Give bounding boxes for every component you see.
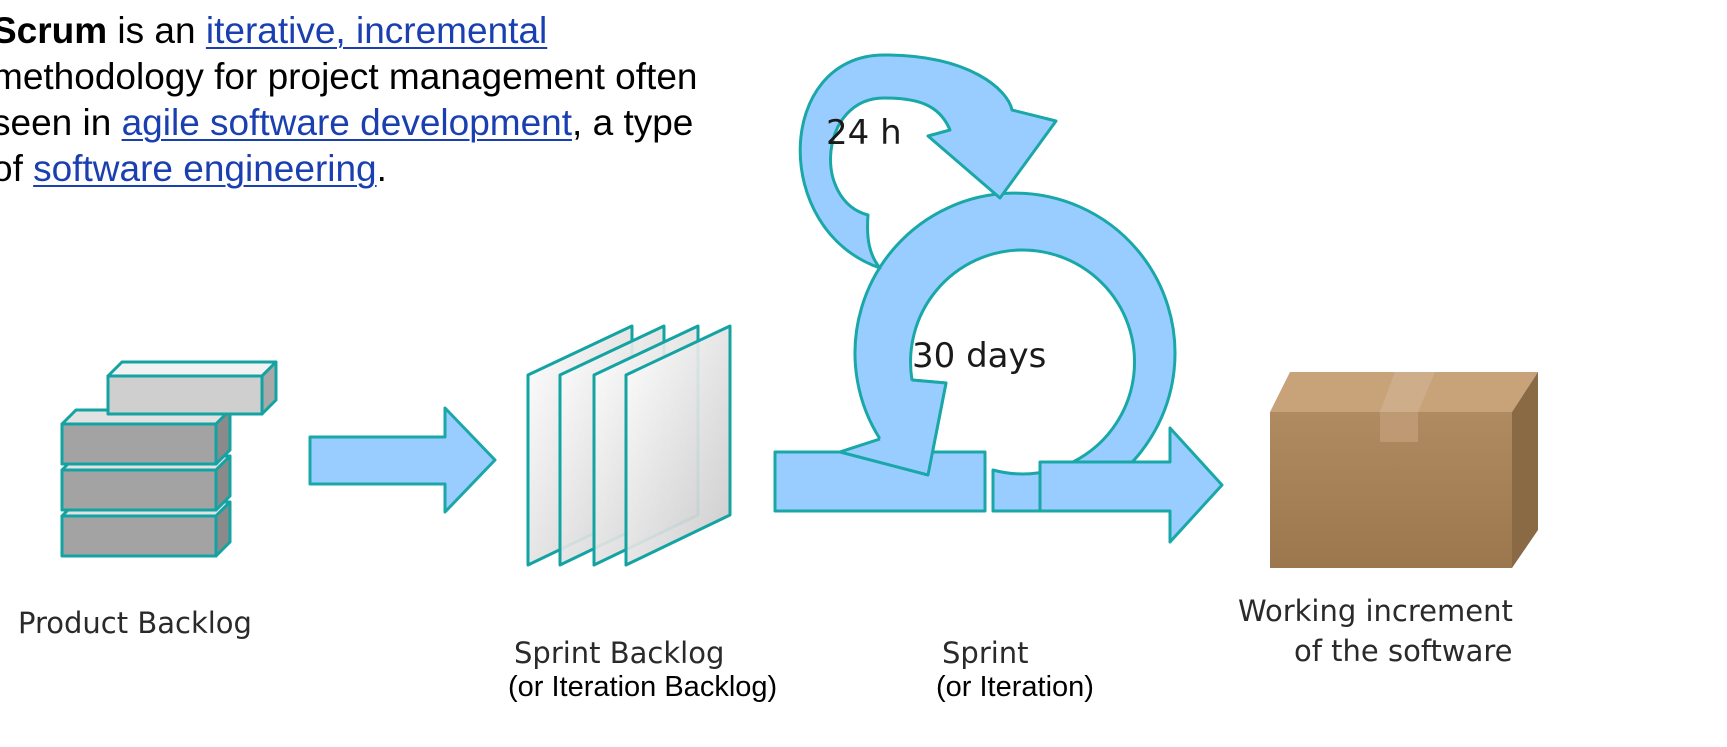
intro-text-2: methodology for project management often… [0,56,698,143]
scrum-term: Scrum [0,10,108,51]
product-backlog-stack-icon [60,360,278,558]
link-software-engineering[interactable]: software engineering [33,148,377,189]
sprint-loop-label: 30 days [912,336,1046,376]
daily-loop-label: 24 h [826,113,902,153]
arrow-to-increment-icon [1038,426,1224,544]
intro-paragraph: Scrum is an iterative, incremental metho… [0,8,732,192]
caption-product-backlog: Product Backlog [18,606,252,640]
link-iterative-incremental[interactable]: iterative, incremental [205,10,548,51]
caption-sprint-backlog: Sprint Backlog [514,636,725,670]
caption-increment-line1: Working increment [1238,594,1513,628]
intro-text-4: . [376,148,387,189]
caption-increment-line2: of the software [1294,634,1513,668]
sprint-arrowhead-icon [838,378,948,477]
arrow-to-sprint-backlog-icon [308,406,497,514]
link-agile-software-development[interactable]: agile software development [121,102,573,143]
caption-sprint-backlog-alt: (or Iteration Backlog) [508,671,778,703]
caption-sprint: Sprint [942,636,1029,670]
sprint-backlog-sheets-icon [526,324,732,567]
software-increment-box-icon [1270,372,1538,568]
intro-text-1: is an [107,10,206,51]
intro-text-3: , a type of [0,102,694,189]
caption-sprint-alt: (or Iteration) [936,671,1094,703]
daily-cycle-arrow-icon [798,53,1058,270]
